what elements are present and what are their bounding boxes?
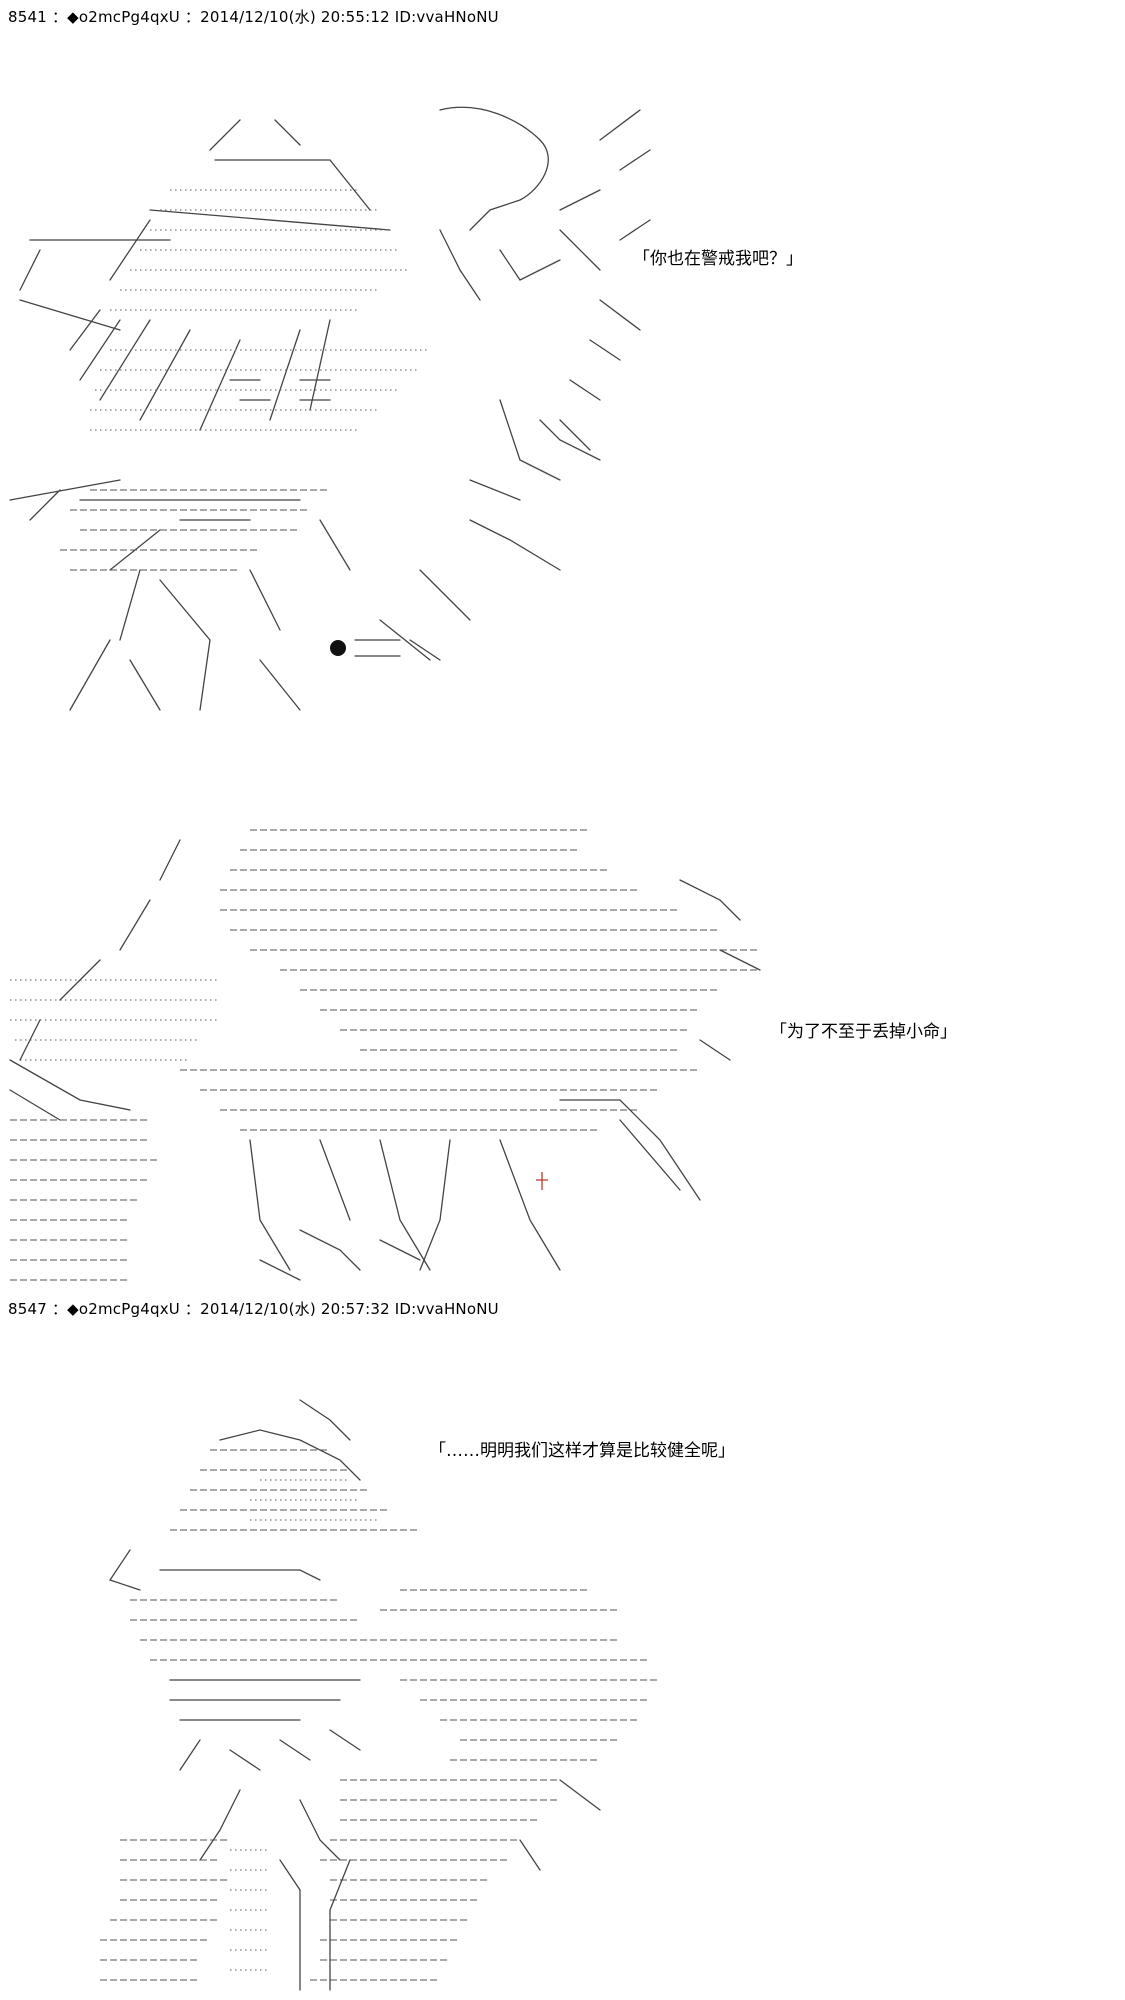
ascii-art-figure-3 [100,1399,660,1991]
ascii-art-panel-3 [0,1390,680,2000]
speech-line-3: 「……明明我们这样才算是比较健全呢」 [429,1441,735,1461]
post-header-8541: 8541 ：◆o2mcPg4qxU ：2014/12/10(水) 20:55:1… [8,8,499,26]
speech-line-2: 「为了不至于丢掉小命」 [770,1022,957,1042]
black-dot-icon [330,640,346,656]
post-header-8547: 8547 ：◆o2mcPg4qxU ：2014/12/10(水) 20:57:3… [8,1300,499,1318]
ascii-art-panel-1 [0,100,660,720]
speech-line-1: 「你也在警戒我吧？」 [633,249,803,269]
ascii-art-figure-1 [9,106,651,711]
ascii-art-panel-2 [0,800,790,1290]
ascii-art-figure-2 [9,829,761,1281]
